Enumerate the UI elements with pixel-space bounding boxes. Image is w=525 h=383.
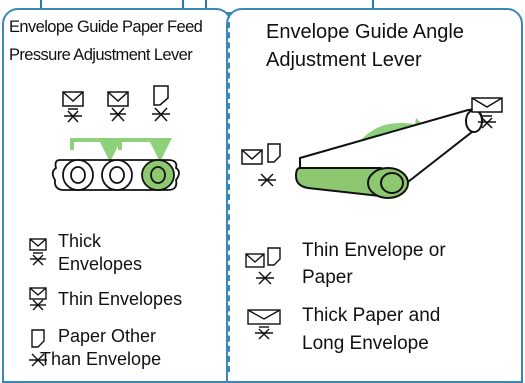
panel-divider (228, 12, 230, 372)
paper-icon (152, 85, 170, 122)
right-legend-thin-line1: Thin Envelope or (302, 240, 446, 261)
legend-thin-envelope-icon (29, 287, 47, 311)
left-title-line1: Envelope Guide Paper Feed (9, 18, 203, 36)
thick-envelope-icon (62, 91, 84, 123)
lever-rollers (51, 159, 180, 191)
right-legend-thick-line1: Thick Paper and (302, 305, 441, 326)
legend-thin-line1: Thin Envelopes (58, 289, 183, 309)
angle-lever-tube (294, 108, 484, 199)
legend-thin-envelope-or-paper-icon (245, 247, 281, 285)
legend-thick-line1: Thick (58, 231, 102, 251)
thick-paper-long-envelope-icon (471, 97, 503, 129)
legend-thick-line2: Envelopes (58, 254, 143, 274)
legend-thick-paper-long-envelope-icon (247, 309, 281, 340)
left-panel (2, 8, 232, 383)
left-lever-diagram (51, 138, 180, 191)
thin-envelope-icon (107, 91, 129, 122)
legend-paper-line1: Paper Other (58, 326, 157, 346)
right-legend-thin-line2: Paper (302, 267, 353, 288)
right-title-line2: Adjustment Lever (266, 49, 422, 71)
left-title-line2: Pressure Adjustment Lever (9, 46, 193, 64)
right-legend-thick-line2: Long Envelope (302, 333, 429, 354)
right-title-line1: Envelope Guide Angle (266, 21, 464, 43)
thin-envelope-or-paper-icon (241, 143, 281, 187)
legend-thick-envelope-icon (29, 238, 47, 266)
legend-paper-line2: Than Envelope (40, 349, 162, 369)
legend-paper-icon (29, 329, 47, 367)
right-lever-diagram (241, 97, 503, 199)
position-arrows (70, 138, 172, 162)
left-setting-icons (62, 85, 170, 123)
